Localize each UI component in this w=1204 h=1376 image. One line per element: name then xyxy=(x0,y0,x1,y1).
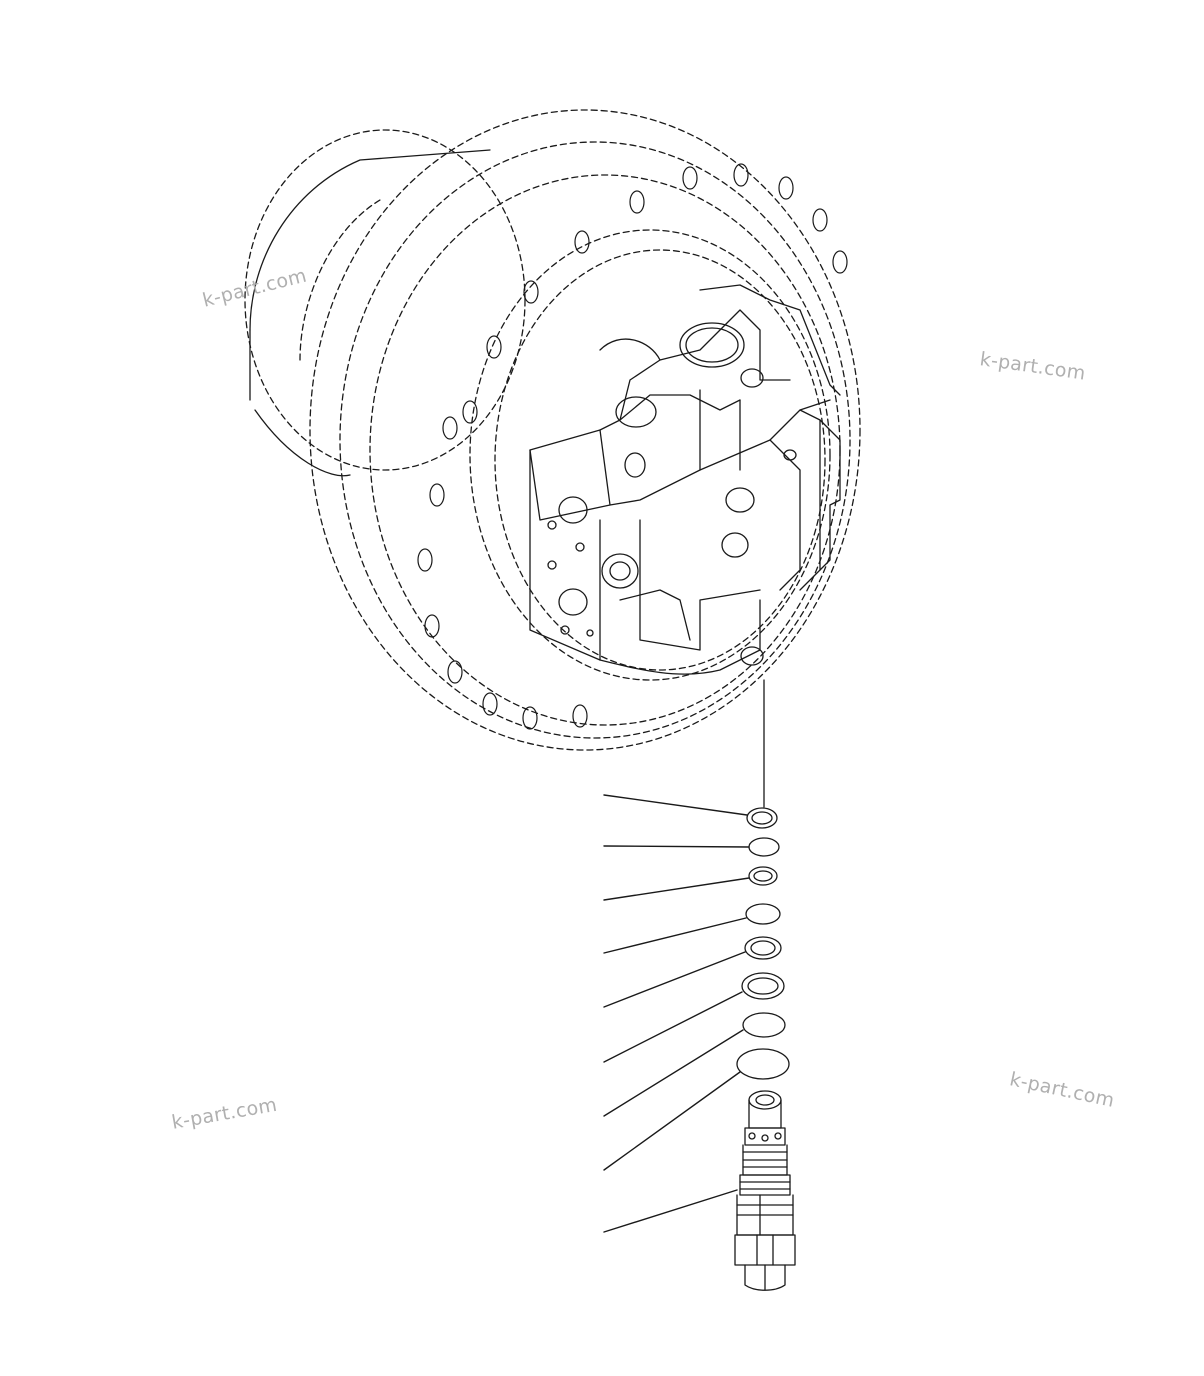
travel-motor-assembly xyxy=(244,109,861,751)
leader-line-4 xyxy=(603,917,747,954)
ring-5 xyxy=(744,936,782,960)
outer-flange xyxy=(309,109,861,751)
ring-1 xyxy=(746,807,778,829)
flange-bolt-holes xyxy=(417,163,848,730)
ring-2 xyxy=(748,837,780,857)
ring-8 xyxy=(736,1048,790,1080)
seal-stack xyxy=(736,807,790,1080)
leader-line-7 xyxy=(603,1029,744,1117)
leader-line-5 xyxy=(603,951,746,1008)
leader-line-9 xyxy=(603,1189,738,1233)
ring-7 xyxy=(742,1012,786,1038)
rear-hub xyxy=(244,129,526,477)
ring-4 xyxy=(745,903,781,925)
leader-line-3 xyxy=(603,877,750,901)
leader-line-2 xyxy=(603,845,750,848)
leader-line-6 xyxy=(603,991,743,1063)
motor-valve-block xyxy=(529,284,841,675)
leader-lines xyxy=(603,794,750,1233)
ring-3 xyxy=(748,866,778,886)
leader-line-1 xyxy=(603,794,748,816)
ring-6 xyxy=(741,972,785,1000)
relief-valve-cartridge xyxy=(734,1090,796,1291)
leader-line-8 xyxy=(603,1071,741,1171)
